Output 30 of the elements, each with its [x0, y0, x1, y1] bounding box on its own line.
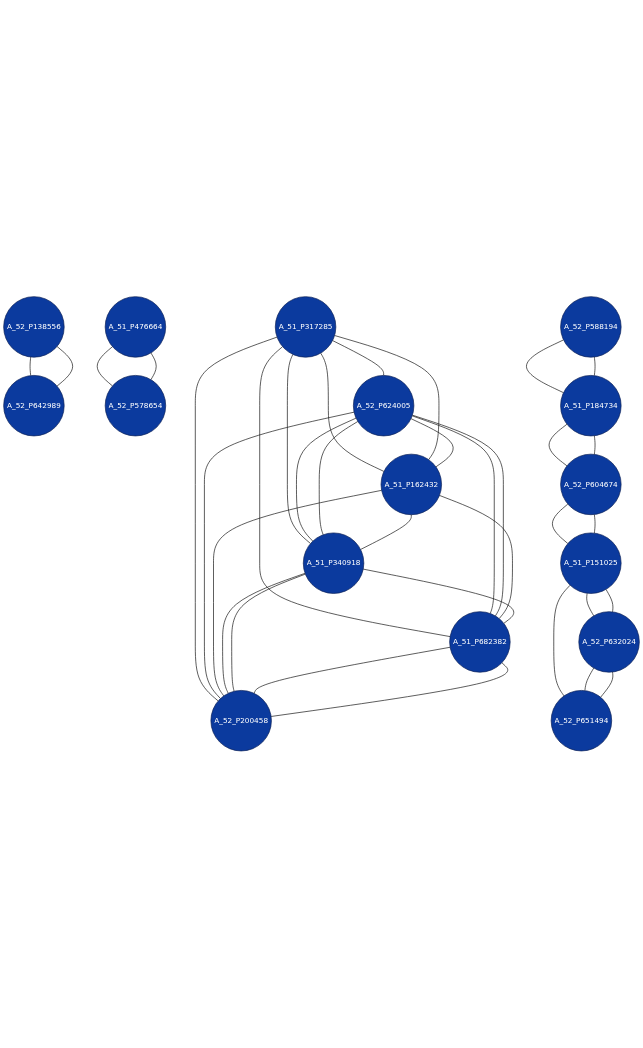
connector	[600, 671, 614, 698]
connector	[213, 490, 382, 697]
connector	[584, 667, 595, 692]
connector	[360, 514, 412, 551]
connector	[296, 418, 357, 542]
connector	[605, 589, 614, 613]
connector	[594, 356, 596, 377]
connector	[150, 352, 157, 381]
connector	[332, 340, 384, 376]
connector	[526, 339, 564, 394]
connector	[204, 412, 355, 700]
connector	[287, 354, 311, 545]
connector	[548, 424, 568, 467]
connector	[553, 585, 571, 697]
connector	[270, 662, 509, 717]
connector	[194, 336, 278, 702]
connector	[594, 435, 596, 455]
connector	[96, 346, 113, 387]
connector	[439, 495, 513, 620]
connector	[29, 356, 32, 377]
connector	[253, 647, 451, 694]
connector	[552, 503, 569, 545]
connector	[362, 568, 515, 624]
connector	[594, 514, 596, 534]
connector	[334, 335, 440, 461]
connector	[56, 346, 73, 387]
connector	[259, 346, 451, 638]
connector	[318, 421, 359, 536]
connector	[320, 353, 385, 472]
connector	[410, 418, 454, 468]
